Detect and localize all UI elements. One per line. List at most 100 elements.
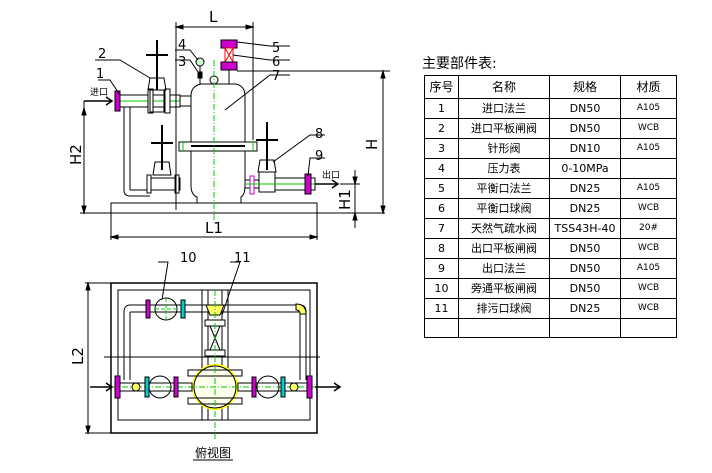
- dim-L2: L2: [69, 347, 87, 365]
- cell-spec: DN50: [549, 118, 621, 139]
- cell-no: 4: [424, 158, 459, 179]
- dim-L1: L1: [205, 219, 223, 237]
- callout-6: 6: [272, 55, 280, 70]
- cell-spec: DN50: [549, 278, 621, 299]
- cell-spec: DN25: [549, 178, 621, 199]
- trap-body: [178, 60, 258, 225]
- cell-no: 3: [424, 138, 459, 159]
- top-inlet-arrow: [90, 382, 114, 392]
- cell-material: A105: [620, 98, 677, 119]
- cell-spec: DN25: [549, 198, 621, 219]
- cell-no: 1: [424, 98, 459, 119]
- cell-empty: [620, 318, 677, 338]
- cell-material: A105: [620, 138, 677, 159]
- cell-no: 11: [424, 298, 459, 319]
- parts-table-header: 序号 名称 规格 材质: [424, 75, 677, 99]
- cell-empty: [458, 318, 550, 338]
- callout-7: 7: [272, 69, 280, 84]
- balance-valve-assembly: [220, 39, 238, 84]
- header-spec: 规格: [549, 75, 621, 99]
- cell-material: WCB: [620, 238, 677, 259]
- outlet-gate-valve: [244, 122, 320, 195]
- cell-spec: DN50: [549, 258, 621, 279]
- cell-material: WCB: [620, 278, 677, 299]
- top-outer-frame: [110, 282, 318, 434]
- header-no: 序号: [424, 75, 459, 99]
- cell-no: 6: [424, 198, 459, 219]
- table-row-empty: [424, 318, 677, 338]
- callout-3: 3: [178, 55, 186, 70]
- cell-spec: DN25: [549, 298, 621, 319]
- cell-name: 天然气疏水阀: [458, 218, 550, 239]
- parts-table-title: 主要部件表:: [422, 56, 497, 72]
- callout-11: 11: [234, 251, 251, 266]
- outlet-arrow: [315, 179, 340, 189]
- callout-8: 8: [315, 127, 323, 142]
- cell-name: 排污口球阀: [458, 298, 550, 319]
- cell-spec: DN50: [549, 238, 621, 259]
- inlet-arrow: [84, 96, 114, 106]
- front-view: [80, 22, 390, 240]
- cell-no: 5: [424, 178, 459, 199]
- dim-H1: H1: [336, 189, 354, 210]
- cell-spec: DN50: [549, 98, 621, 119]
- cell-name: 进口法兰: [458, 98, 550, 119]
- cell-no: 7: [424, 218, 459, 239]
- bypass-lower-gate-valve: [146, 125, 181, 194]
- cell-name: 平衡口球阀: [458, 198, 550, 219]
- cell-spec: DN10: [549, 138, 621, 159]
- top-inner-frame: [117, 289, 311, 421]
- cell-name: 进口平板闸阀: [458, 118, 550, 139]
- cell-no: 2: [424, 118, 459, 139]
- cell-material: A105: [620, 258, 677, 279]
- callout-5: 5: [272, 41, 280, 56]
- cell-empty: [549, 318, 621, 338]
- cell-no: 9: [424, 258, 459, 279]
- outlet-flange: [304, 173, 312, 195]
- callout-9: 9: [315, 149, 323, 164]
- cell-name: 平衡口法兰: [458, 178, 550, 199]
- cell-material: WCB: [620, 298, 677, 319]
- dim-H: H: [363, 139, 381, 150]
- cell-material: WCB: [620, 198, 677, 219]
- top-outlet-arrow: [315, 382, 342, 392]
- cell-no: 8: [424, 238, 459, 259]
- cell-name: 出口法兰: [458, 258, 550, 279]
- cell-spec: 0-10MPa: [549, 158, 621, 179]
- cell-material: 20#: [620, 218, 677, 239]
- outlet-label: 出口: [322, 169, 340, 181]
- cell-material: [620, 158, 677, 179]
- cell-material: WCB: [620, 118, 677, 139]
- top-view: [85, 261, 342, 461]
- cell-name: 针形阀: [458, 138, 550, 159]
- cell-name: 压力表: [458, 158, 550, 179]
- cell-name: 出口平板闸阀: [458, 238, 550, 259]
- callout-4: 4: [178, 38, 186, 53]
- cell-name: 旁通平板闸阀: [458, 278, 550, 299]
- header-name: 名称: [458, 75, 550, 99]
- header-material: 材质: [620, 75, 677, 99]
- dim-L: L: [209, 8, 218, 26]
- inlet-gate-valve: [146, 40, 168, 113]
- inlet-label: 进口: [90, 87, 108, 98]
- callout-10: 10: [180, 251, 197, 266]
- cell-spec: TSS43H-40: [549, 218, 621, 239]
- callout-1: 1: [96, 67, 104, 82]
- top-view-caption: 俯视图: [195, 445, 231, 460]
- dim-H2: H2: [67, 144, 85, 165]
- callout-2: 2: [98, 47, 106, 62]
- cell-material: A105: [620, 178, 677, 199]
